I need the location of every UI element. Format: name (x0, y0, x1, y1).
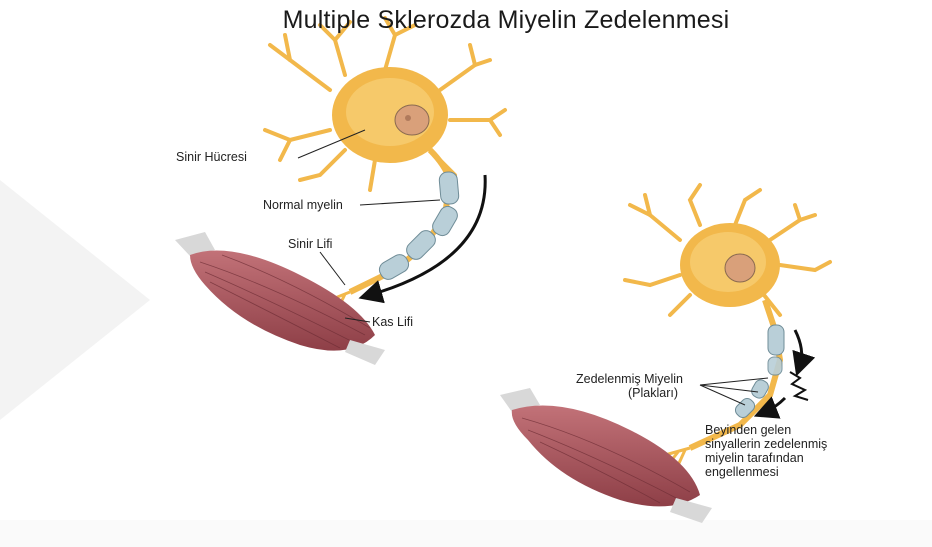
diagram-title: Multiple Sklerozda Miyelin Zedelenmesi (0, 6, 932, 35)
damaged-signal-arrow (795, 330, 802, 365)
label-blocked-signal: Beyinden gelen sinyallerin zedelenmiş mi… (705, 423, 827, 479)
label-plaques: (Plakları) (628, 386, 678, 400)
label-nerve-cell: Sinir Hücresi (176, 150, 247, 164)
damaged-nucleus (725, 254, 755, 282)
affected-muscle (500, 388, 712, 523)
label-muscle-fiber: Kas Lifi (372, 315, 413, 329)
healthy-muscle (175, 232, 385, 365)
healthy-nucleus (395, 105, 429, 135)
blocked-signal-zigzag (790, 372, 808, 400)
label-normal-myelin: Normal myelin (263, 198, 343, 212)
label-nerve-fiber: Sinir Lifi (288, 237, 332, 251)
background-watermark (0, 180, 932, 547)
normal-myelin-sheath (377, 171, 461, 282)
label-damaged-myelin: Zedelenmiş Miyelin (576, 372, 683, 386)
